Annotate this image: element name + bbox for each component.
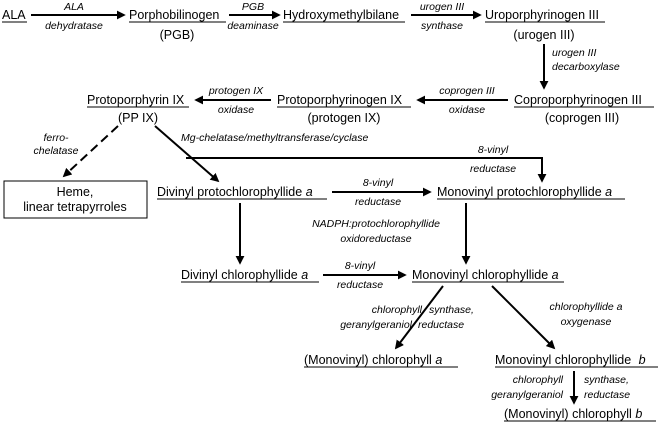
enzyme-pgb-deaminase-line1: PGB [242, 1, 264, 13]
enzyme-por-line2: oxidoreductase [340, 233, 411, 245]
arrow-chlide-a-to-chl-a [394, 285, 444, 350]
enzyme-urogen-synthase-line2: synthase [421, 20, 463, 32]
node-monovinyl-chlide: Monovinyl chlorophyllide a [412, 268, 559, 282]
enzyme-ferrochelatase-line1: ferro- [43, 132, 69, 144]
enzyme-vinyl-reductase-top-line2: reductase [470, 163, 516, 175]
node-hydroxymethylbilane: Hydroxymethylbilane [283, 8, 399, 22]
node-heme-line1: Heme, [57, 185, 94, 199]
node-coprogen-abbr: (coprogen III) [545, 111, 619, 125]
node-protogen-abbr: (protogen IX) [308, 111, 381, 125]
enzyme-vinyl-reductase-top-line1: 8-vinyl [478, 144, 509, 156]
node-coproporphyrinogen: Coproporphyrinogen III [514, 93, 642, 107]
node-porphobilinogen: Porphobilinogen [129, 8, 219, 22]
node-mv-chlide-b: Monovinyl chlorophyllide b [495, 353, 646, 367]
enzyme-urogen-synthase-line1: urogen III [420, 1, 464, 13]
enzyme-vinyl-reductase-mid-line2: reductase [355, 196, 401, 208]
enzyme-vinyl-reductase-mid-line1: 8-vinyl [363, 177, 394, 189]
enzyme-pgb-deaminase-line2: deaminase [227, 20, 279, 32]
enzyme-ferrochelatase-line2: chelatase [34, 145, 79, 157]
node-protoporphyrinogen: Protoporphyrinogen IX [277, 93, 403, 107]
enzyme-urogen-decarboxylase-line2: decarboxylase [552, 61, 620, 73]
enzyme-chl-synthase-a-line4: reductase [418, 319, 464, 331]
node-ppix-abbr: (PP IX) [118, 111, 158, 125]
enzyme-coprogen-oxidase-line1: coprogen III [439, 85, 495, 97]
enzyme-chl-synthase-b-line4: reductase [584, 389, 630, 401]
enzyme-chl-synthase-b-line2: geranylgeraniol [491, 389, 563, 401]
node-divinyl-chlide: Divinyl chlorophyllide a [181, 268, 308, 282]
enzyme-urogen-decarboxylase-line1: urogen III [552, 47, 596, 59]
enzyme-chlide-a-oxygenase-line2: oxygenase [561, 316, 612, 328]
enzyme-ala-dehydratase-line2: dehydratase [45, 20, 103, 32]
node-pgb-abbr: (PGB) [160, 28, 195, 42]
enzyme-vinyl-reductase-low-line1: 8-vinyl [345, 260, 376, 272]
enzyme-ala-dehydratase-line1: ALA [63, 1, 84, 13]
node-urogen-abbr: (urogen III) [513, 28, 574, 42]
enzyme-coprogen-oxidase-line2: oxidase [449, 104, 485, 116]
node-protoporphyrin: Protoporphyrin IX [87, 93, 185, 107]
arrow-chlide-a-to-chlide-b [491, 285, 556, 350]
node-heme-line2: linear tetrapyrroles [23, 200, 127, 214]
enzyme-chlide-a-oxygenase-line1: chlorophyllide a [550, 301, 623, 313]
enzyme-chl-synthase-a-line1: chlorophyll [372, 304, 423, 316]
node-uroporphyrinogen: Uroporphyrinogen III [485, 8, 599, 22]
node-monovinyl-pchlide: Monovinyl protochlorophyllide a [437, 185, 612, 199]
enzyme-chl-synthase-b-line1: chlorophyll [513, 374, 564, 386]
enzyme-mg-chelatase: Mg-chelatase/methyltransferase/cyclase [181, 132, 368, 144]
arrow-ppix-to-heme [62, 125, 119, 178]
arrow-ppix-to-divinyl-pchlide [154, 125, 220, 183]
enzyme-chl-synthase-a-line3: synthase, [429, 304, 474, 316]
node-ala: ALA [2, 8, 26, 22]
node-divinyl-pchlide: Divinyl protochlorophyllide a [157, 185, 313, 199]
enzyme-chl-synthase-a-line2: geranylgeraniol [340, 319, 412, 331]
enzyme-chl-synthase-b-line3: synthase, [584, 374, 629, 386]
arrow-mg-branch-to-monovinyl-pchlide [186, 157, 547, 183]
enzyme-vinyl-reductase-low-line2: reductase [337, 279, 383, 291]
enzyme-protogen-oxidase-line1: protogen IX [208, 85, 264, 97]
node-mv-chl-b: (Monovinyl) chlorophyll b [504, 407, 642, 421]
node-mv-chl-a: (Monovinyl) chlorophyll a [304, 353, 442, 367]
heme-box [3, 180, 148, 219]
enzyme-por-line1: NADPH:protochlorophyllide [312, 218, 440, 230]
enzyme-protogen-oxidase-line2: oxidase [218, 104, 254, 116]
